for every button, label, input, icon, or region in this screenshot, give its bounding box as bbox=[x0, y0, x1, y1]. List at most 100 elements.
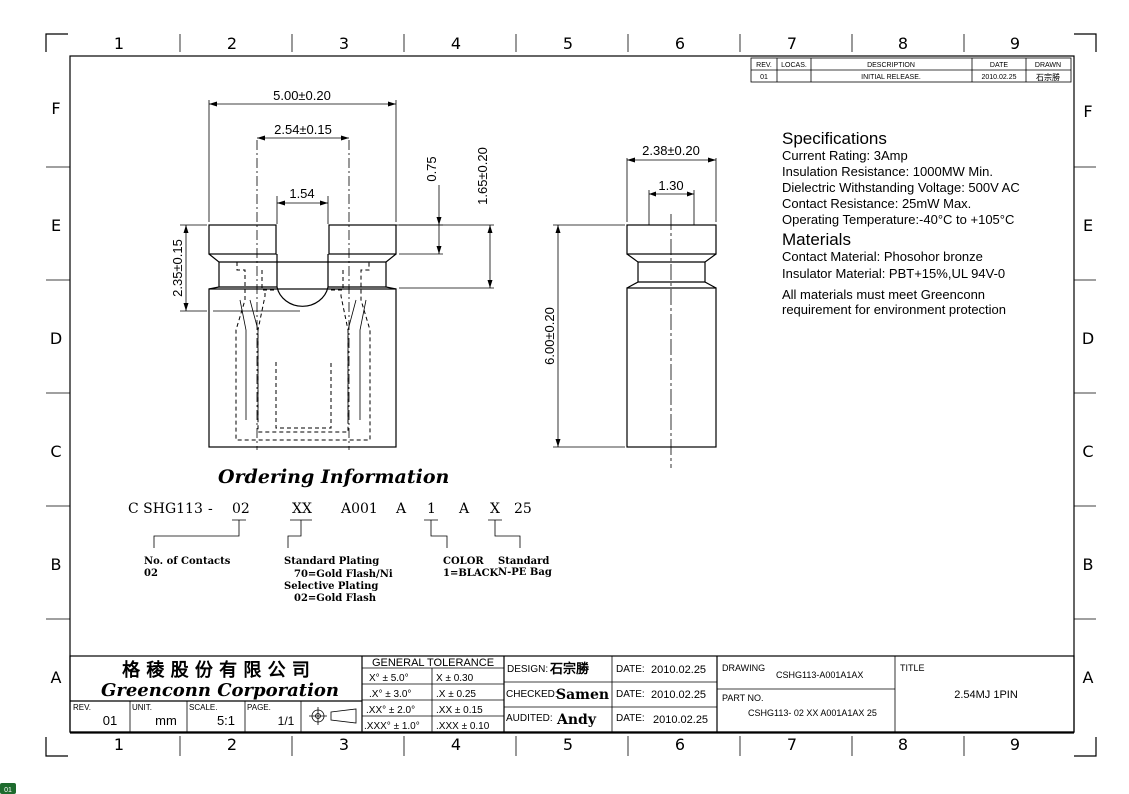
tol-angle-2: .X° ± 3.0° bbox=[369, 689, 411, 700]
zone-bottom-5: 5 bbox=[563, 735, 573, 754]
materials-line-1: Contact Material: Phosohor bronze bbox=[782, 249, 983, 264]
color-label-1: COLOR bbox=[443, 556, 484, 567]
tol-angle-1: X° ± 5.0° bbox=[369, 673, 409, 684]
order-code-prefix: C SHG113 bbox=[128, 501, 203, 517]
dim-top-height: 0.75 bbox=[424, 156, 439, 181]
audited-label: AUDITED: bbox=[506, 713, 553, 724]
zone-top-1: 1 bbox=[114, 34, 124, 53]
date-value-1: 2010.02.25 bbox=[651, 664, 706, 676]
company-name-cn: 格 稜 股 份 有 限 公 司 bbox=[122, 659, 310, 681]
drawing-label: DRAWING bbox=[722, 663, 765, 673]
rev-header-locas: LOCAS. bbox=[781, 62, 807, 69]
plating-label-3: Selective Plating bbox=[284, 581, 378, 592]
date-label-1: DATE: bbox=[616, 664, 645, 675]
order-code-package: 25 bbox=[514, 501, 532, 517]
tol-linear-2: .X ± 0.25 bbox=[436, 689, 476, 700]
tol-angle-4: .XXX° ± 1.0° bbox=[364, 721, 420, 732]
rev-label: REV. bbox=[73, 703, 91, 712]
spec-line-2: Insulation Resistance: 1000MW Min. bbox=[782, 164, 993, 179]
package-label-2: N-PE Bag bbox=[498, 567, 552, 578]
zone-left-D: D bbox=[50, 329, 62, 348]
zone-left-C: C bbox=[50, 442, 61, 461]
plating-label-4: 02=Gold Flash bbox=[294, 593, 377, 604]
order-code-a001: A001 bbox=[340, 501, 378, 517]
spec-line-4: Contact Resistance: 25mW Max. bbox=[782, 196, 971, 211]
drawing-value: CSHG113-A001A1AX bbox=[776, 670, 863, 680]
zone-top-5: 5 bbox=[563, 34, 573, 53]
zone-top-2: 2 bbox=[227, 34, 237, 53]
order-code-a2: A bbox=[458, 501, 470, 517]
zone-right-B: B bbox=[1083, 555, 1094, 574]
dim-side-height: 2.35±0.15 bbox=[170, 239, 185, 297]
title-value: 2.54MJ 1PIN bbox=[954, 689, 1018, 701]
side-view: 2.38±0.20 1.30 6.00±0.20 bbox=[542, 143, 717, 468]
rev-cell-date: 2010.02.25 bbox=[981, 74, 1016, 81]
date-value-2: 2010.02.25 bbox=[651, 689, 706, 701]
part-value: CSHG113- 02 XX A001A1AX 25 bbox=[748, 708, 877, 718]
zone-bottom-3: 3 bbox=[339, 735, 349, 754]
ordering-information: Ordering Information C SHG113 - 02 XX A0… bbox=[128, 466, 552, 604]
tol-angle-3: .XX° ± 2.0° bbox=[366, 705, 415, 716]
zone-top-4: 4 bbox=[451, 34, 461, 53]
tolerance-title: GENERAL TOLERANCE bbox=[372, 657, 494, 669]
checked-label: CHECKED: bbox=[506, 689, 558, 700]
projection-symbol-icon bbox=[309, 707, 357, 725]
front-view: 5.00±0.20 2.54±0.15 1.54 0.75 1.65±0.20 … bbox=[170, 88, 494, 450]
dim-width-outer: 5.00±0.20 bbox=[273, 88, 331, 103]
corner-badge-text: 01 bbox=[4, 787, 12, 794]
zone-left-E: E bbox=[51, 216, 61, 235]
zone-right-A: A bbox=[1083, 668, 1094, 687]
contacts-label-1: No. of Contacts bbox=[144, 556, 231, 567]
zone-bottom-1: 1 bbox=[114, 735, 124, 754]
rev-cell-drawn: 石宗勝 bbox=[1036, 72, 1060, 82]
tol-linear-1: X ± 0.30 bbox=[436, 673, 474, 684]
design-value: 石宗勝 bbox=[549, 661, 590, 677]
zone-left-A: A bbox=[51, 668, 62, 687]
dim-pitch: 2.54±0.15 bbox=[274, 122, 332, 137]
zone-labels: 1 2 3 4 5 6 7 8 9 1 2 3 4 5 6 7 8 9 F E … bbox=[50, 34, 1094, 754]
rev-header-date: DATE bbox=[990, 62, 1008, 69]
contacts-label-2: 02 bbox=[144, 568, 158, 579]
spec-title: Specifications bbox=[782, 129, 887, 148]
rev-cell-rev: 01 bbox=[760, 74, 768, 81]
rev-header-rev: REV. bbox=[756, 62, 772, 69]
date-label-2: DATE: bbox=[616, 689, 645, 700]
checked-value: Samen bbox=[556, 687, 609, 703]
specifications: Specifications Current Rating: 3Amp Insu… bbox=[782, 129, 1020, 317]
zone-right-D: D bbox=[1082, 329, 1094, 348]
package-label-1: Standard bbox=[498, 556, 549, 567]
rev-cell-description: INITIAL RELEASE. bbox=[861, 74, 921, 81]
spec-line-5: Operating Temperature:-40°C to +105°C bbox=[782, 212, 1014, 227]
materials-title: Materials bbox=[782, 230, 851, 249]
page-label: PAGE. bbox=[247, 703, 271, 712]
title-block: 格 稜 股 份 有 限 公 司 Greenconn Corporation RE… bbox=[69, 655, 1075, 733]
dim-side-width: 2.38±0.20 bbox=[642, 143, 700, 158]
zone-bottom-2: 2 bbox=[227, 735, 237, 754]
page-value: 1/1 bbox=[278, 714, 295, 728]
ordering-title: Ordering Information bbox=[218, 466, 449, 488]
order-code-x: X bbox=[490, 501, 500, 517]
title-label: TITLE bbox=[900, 663, 925, 673]
color-label-2: 1=BLACK bbox=[443, 568, 499, 579]
note-line-2: requirement for environment protection bbox=[782, 302, 1006, 317]
zone-bottom-4: 4 bbox=[451, 735, 461, 754]
spec-line-3: Dielectric Withstanding Voltage: 500V AC bbox=[782, 180, 1020, 195]
zone-right-C: C bbox=[1082, 442, 1093, 461]
rev-value: 01 bbox=[103, 713, 117, 728]
scale-value: 5:1 bbox=[217, 713, 235, 728]
design-label: DESIGN: bbox=[507, 664, 548, 675]
spec-line-1: Current Rating: 3Amp bbox=[782, 148, 908, 163]
zone-left-F: F bbox=[51, 99, 60, 118]
unit-value: mm bbox=[155, 713, 177, 728]
audited-value: Andy bbox=[556, 712, 597, 728]
zone-top-9: 9 bbox=[1010, 34, 1020, 53]
rev-header-drawn: DRAWN bbox=[1035, 62, 1061, 69]
order-code-a: A bbox=[395, 501, 407, 517]
frame-corners bbox=[45, 33, 1097, 757]
dim-side-inner: 1.30 bbox=[658, 178, 683, 193]
plating-label-2: 70=Gold Flash/Ni bbox=[294, 569, 393, 580]
zone-ticks bbox=[46, 34, 1096, 756]
dim-total-height: 6.00±0.20 bbox=[542, 307, 557, 365]
order-code-color: 1 bbox=[427, 501, 436, 517]
